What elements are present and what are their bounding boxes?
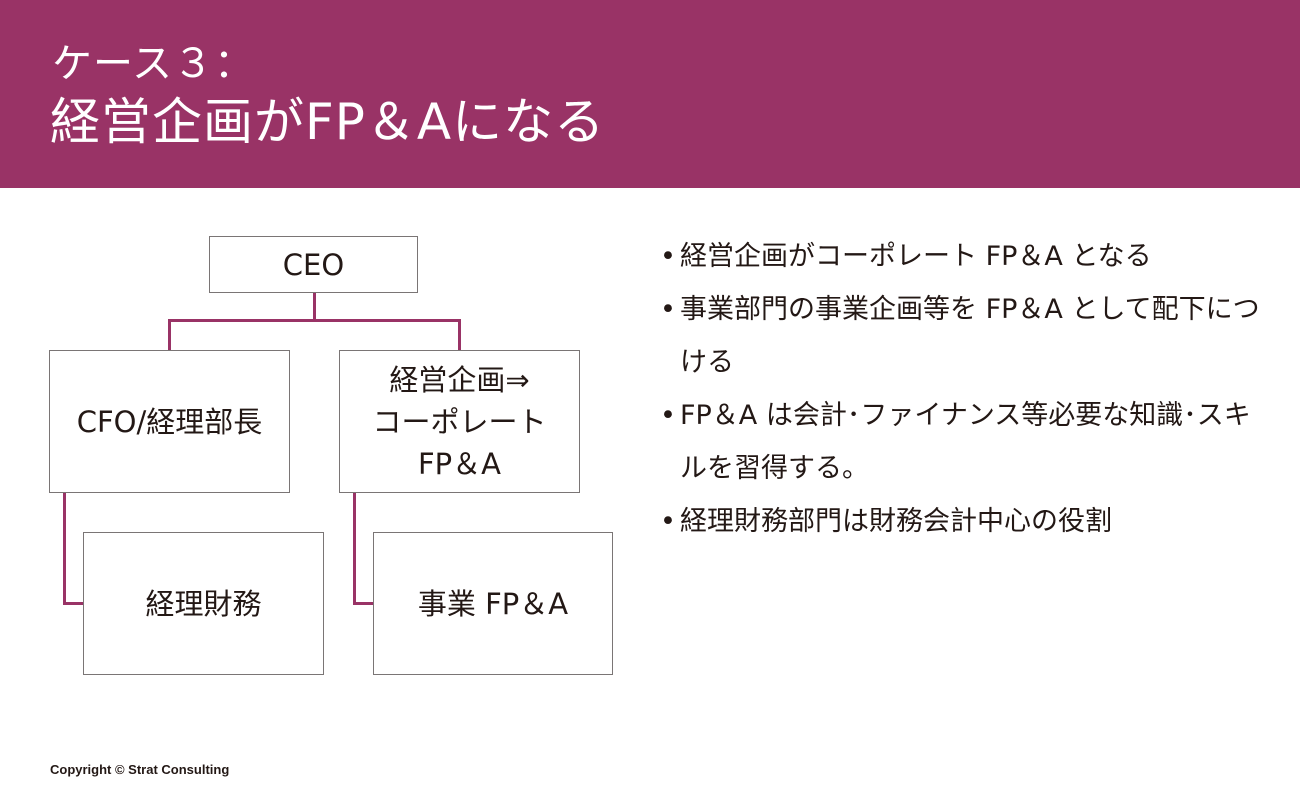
bullet-text: 経理財務部門は財務会計中心の役割 [680,506,1112,537]
bullet-item: • 経営企画がコーポレート FP＆A となる [660,230,1260,283]
bullet-text: 事業部門の事業企画等を FP＆A として配下につける [680,294,1260,378]
bullet-list: • 経営企画がコーポレート FP＆A となる • 事業部門の事業企画等を FP＆… [660,230,1260,548]
bullet-dot-icon: • [660,506,676,537]
connector-corp-right [353,602,374,605]
page-title: 経営企画がFP＆Aになる [50,93,606,151]
node-corporate-fpa: 経営企画⇒ コーポレート FP＆A [339,350,580,493]
connector-to-cfo [168,319,171,351]
bullet-dot-icon: • [660,400,676,431]
node-cfo: CFO/経理部長 [49,350,290,493]
connector-cfo-right [63,602,85,605]
copyright-notice: Copyright © Strat Consulting [50,762,230,777]
bullet-text: FP＆A は会計･ファイナンス等必要な知識･スキルを習得する。 [680,400,1251,484]
connector-horizontal [168,319,461,322]
bullet-item: • FP＆A は会計･ファイナンス等必要な知識･スキルを習得する。 [660,389,1260,495]
title-case-number: ケース３： [52,41,255,87]
node-ceo-label: CEO [282,247,345,282]
node-accounting-finance: 経理財務 [83,532,324,675]
connector-corp-down [353,492,356,605]
bullet-dot-icon: • [660,241,676,272]
node-business-fpa-label: 事業 FP＆A [417,586,569,621]
bullet-item: • 経理財務部門は財務会計中心の役割 [660,495,1260,548]
node-accounting-finance-label: 経理財務 [145,586,262,621]
connector-to-corporate-fpa [458,319,461,351]
connector-cfo-down [63,492,66,605]
node-corporate-fpa-label: 経営企画⇒ コーポレート FP＆A [372,362,547,481]
bullet-text: 経営企画がコーポレート FP＆A となる [680,241,1152,272]
bullet-item: • 事業部門の事業企画等を FP＆A として配下につける [660,283,1260,389]
node-business-fpa: 事業 FP＆A [373,532,613,675]
title-banner: ケース３： 経営企画がFP＆Aになる [0,0,1300,188]
node-cfo-label: CFO/経理部長 [76,404,263,439]
bullet-dot-icon: • [660,294,676,325]
connector-ceo-down [313,292,316,321]
node-ceo: CEO [209,236,418,293]
